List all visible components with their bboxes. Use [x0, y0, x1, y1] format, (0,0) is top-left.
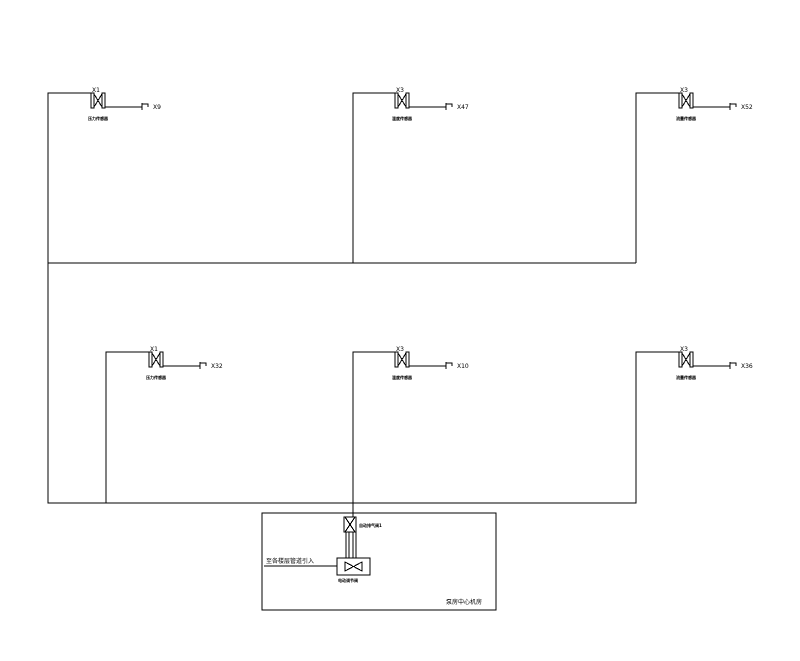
pump-station: 自动排气阀1 至各楼层管道引入 电动调节阀 泵房中心机房	[264, 516, 482, 606]
outlet-tap-icon	[445, 103, 453, 110]
unit-tag: X3	[396, 87, 404, 94]
room-title: 泵房中心机房	[446, 598, 482, 606]
pipe-network	[47, 92, 680, 611]
air-vent-valve	[343, 516, 357, 533]
unit-label: 温度传感器	[392, 115, 413, 121]
valve-icon	[148, 351, 164, 368]
inlet-label: 至各楼层管道引入	[266, 557, 314, 565]
air-vent-label: 自动排气阀1	[359, 522, 382, 528]
valve-icon	[394, 92, 410, 109]
unit-label: 流量传感器	[676, 374, 697, 380]
outlet-tap-icon	[445, 362, 453, 369]
valve-icon	[90, 92, 106, 109]
outlet-id: X52	[741, 104, 753, 111]
outlet-tap-icon	[141, 103, 149, 110]
valve-icon	[678, 92, 694, 109]
unit-label: 温度传感器	[392, 374, 413, 380]
control-valve-label: 电动调节阀	[338, 577, 358, 583]
outlet-id: X10	[457, 363, 469, 370]
unit-tag: X3	[680, 346, 688, 353]
outlet-id: X9	[153, 104, 161, 111]
outlet-tap-icon	[729, 103, 737, 110]
unit-tag: X1	[92, 87, 100, 94]
outlet-tap-icon	[729, 362, 737, 369]
unit-tag: X3	[680, 87, 688, 94]
valve-icon	[678, 351, 694, 368]
valve-icon	[394, 351, 410, 368]
unit-label: 流量传感器	[676, 115, 697, 121]
outlet-tap-icon	[199, 362, 207, 369]
unit-tag: X3	[396, 346, 404, 353]
unit-label: 压力传感器	[88, 115, 109, 121]
unit-label: 压力传感器	[146, 374, 167, 380]
unit-tag: X1	[150, 346, 158, 353]
outlet-id: X32	[211, 363, 223, 370]
outlet-id: X47	[457, 104, 469, 111]
outlet-id: X36	[741, 363, 753, 370]
machine-room-box	[261, 512, 497, 611]
